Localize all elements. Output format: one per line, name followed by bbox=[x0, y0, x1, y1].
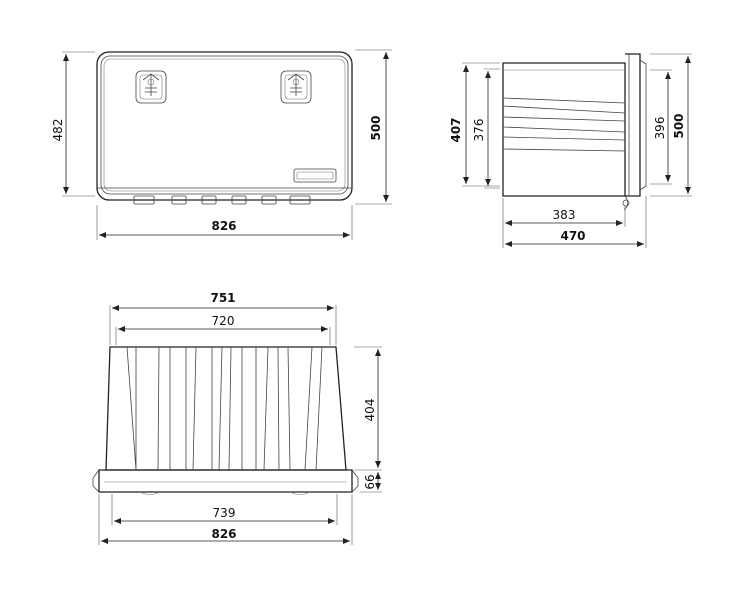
bottom-width-720-dim: 720 bbox=[212, 314, 235, 328]
side-height-396-dim: 396 bbox=[653, 117, 667, 140]
front-height-500-dim: 500 bbox=[369, 115, 383, 140]
side-height-376-dim: 376 bbox=[472, 119, 486, 142]
front-door-inner bbox=[103, 58, 346, 192]
lock-icon bbox=[135, 70, 167, 104]
side-height-407-dim: 407 bbox=[449, 117, 463, 142]
bottom-base-plate bbox=[98, 469, 353, 493]
front-name-plate bbox=[293, 168, 337, 183]
bottom-width-739-dim: 739 bbox=[213, 506, 236, 520]
front-view: 826 482 500 bbox=[51, 49, 392, 240]
bottom-body-outline bbox=[105, 346, 347, 471]
front-door-panel bbox=[100, 55, 349, 195]
side-depth-470-dim: 470 bbox=[560, 229, 585, 243]
front-feet bbox=[133, 195, 311, 205]
front-height-482-dim: 482 bbox=[51, 119, 65, 142]
side-view: 407 376 396 500 383 470 bbox=[449, 53, 692, 248]
bottom-width-826-dim: 826 bbox=[211, 527, 236, 541]
bottom-height-404-dim: 404 bbox=[363, 399, 377, 422]
bottom-view: 751 720 404 66 739 826 bbox=[92, 291, 382, 545]
front-width-dim: 826 bbox=[211, 219, 236, 233]
lock-icon bbox=[280, 70, 312, 104]
side-depth-383-dim: 383 bbox=[553, 208, 576, 222]
bottom-width-751-dim: 751 bbox=[210, 291, 235, 305]
bottom-height-66-dim: 66 bbox=[363, 474, 377, 489]
side-height-500-dim: 500 bbox=[672, 113, 686, 138]
side-front-flange bbox=[625, 53, 641, 197]
bottom-grooves bbox=[126, 346, 323, 471]
front-outer-frame bbox=[96, 51, 353, 201]
